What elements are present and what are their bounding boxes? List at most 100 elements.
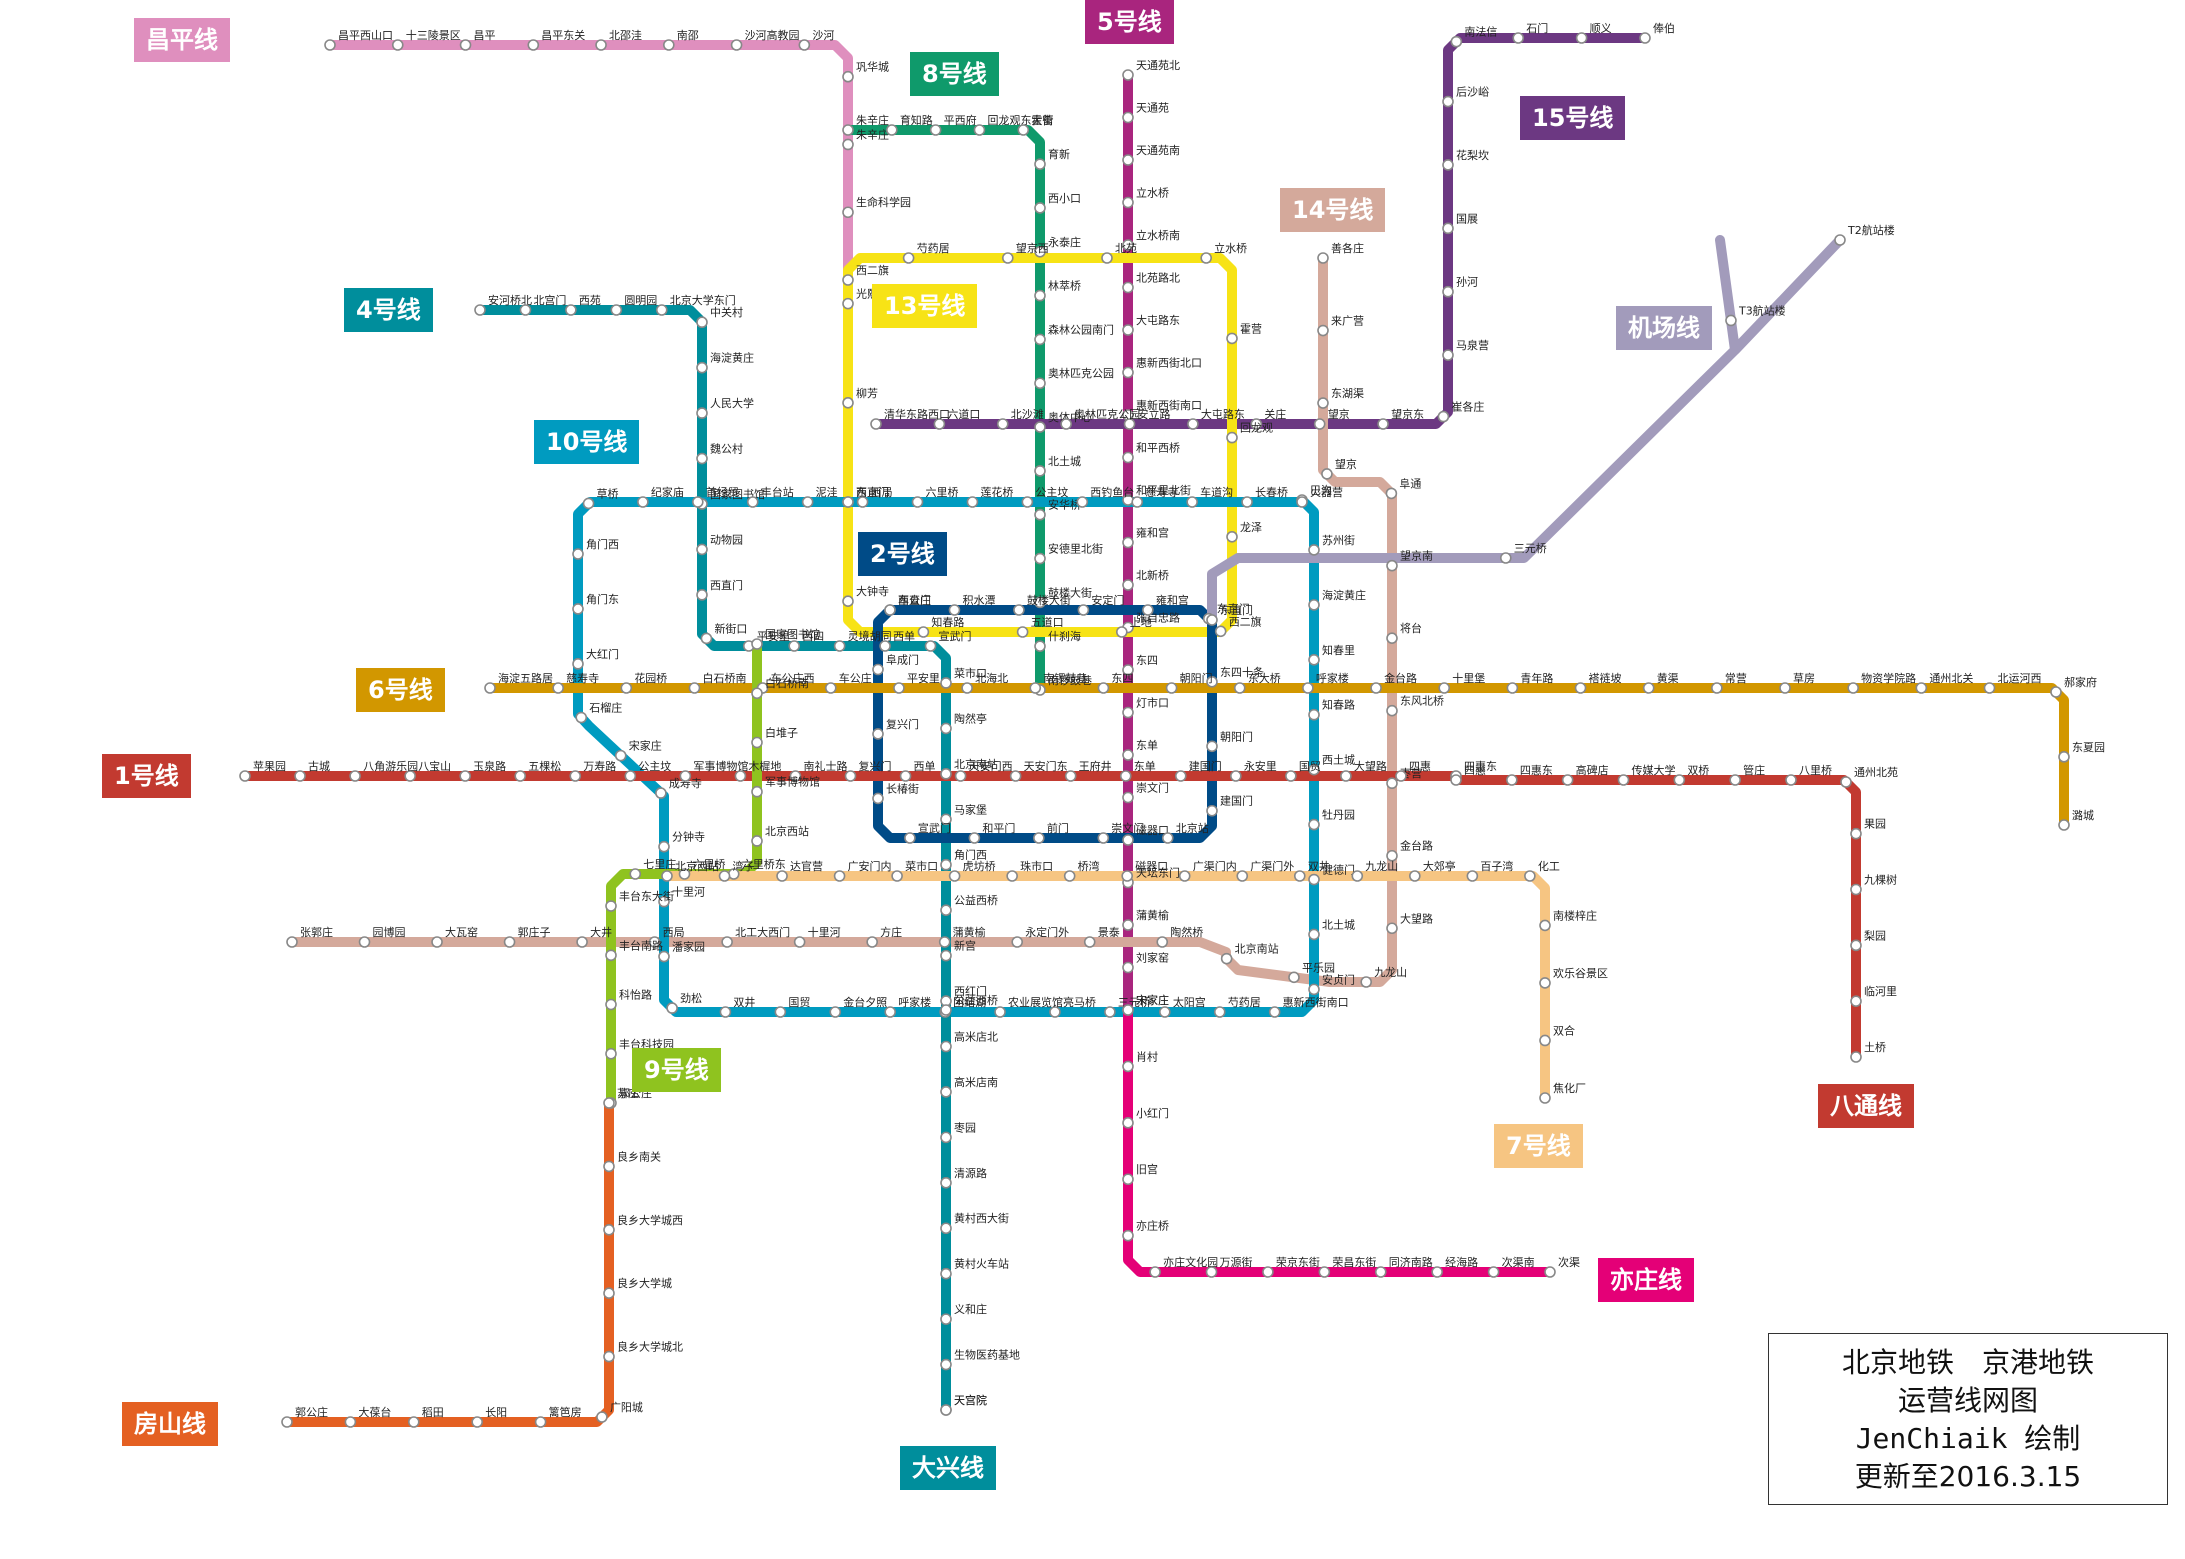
station-dot[interactable]	[1122, 1229, 1134, 1242]
line-badge-yizhuang[interactable]: 亦庄线	[1598, 1258, 1694, 1302]
station-dot[interactable]	[474, 304, 486, 316]
station-dot[interactable]	[1122, 919, 1134, 931]
line-badge-airport[interactable]: 机场线	[1616, 306, 1712, 350]
station-dot[interactable]	[842, 124, 854, 136]
station-dot[interactable]	[940, 1404, 952, 1416]
station-dot[interactable]	[1386, 704, 1398, 717]
station-dot[interactable]	[1233, 682, 1246, 694]
station-dot[interactable]	[1034, 640, 1046, 652]
station-dot[interactable]	[1302, 682, 1314, 694]
station-dot[interactable]	[1539, 1092, 1551, 1104]
station-dot[interactable]	[844, 770, 857, 782]
station-dot[interactable]	[1308, 818, 1320, 831]
station-dot[interactable]	[696, 543, 708, 556]
station-dot[interactable]	[1834, 234, 1846, 246]
station-dot[interactable]	[431, 936, 443, 948]
station-dot[interactable]	[751, 835, 763, 847]
station-dot[interactable]	[1308, 763, 1320, 776]
station-dot[interactable]	[1034, 508, 1046, 521]
station-dot[interactable]	[629, 868, 642, 880]
station-dot[interactable]	[856, 496, 869, 508]
line-badge-l6[interactable]: 6号线	[356, 668, 445, 712]
station-dot[interactable]	[1123, 418, 1136, 430]
station-dot[interactable]	[933, 418, 946, 430]
station-dot[interactable]	[1285, 770, 1297, 782]
station-dot[interactable]	[1847, 682, 1859, 694]
station-dot[interactable]	[471, 1416, 483, 1428]
station-dot[interactable]	[940, 1267, 952, 1280]
station-dot[interactable]	[1317, 252, 1329, 264]
station-dot[interactable]	[576, 936, 588, 948]
station-dot[interactable]	[1850, 939, 1862, 952]
station-dot[interactable]	[1034, 377, 1046, 390]
station-dot[interactable]	[1213, 1006, 1226, 1018]
station-dot[interactable]	[1450, 774, 1462, 786]
station-dot[interactable]	[1226, 332, 1238, 345]
line-badge-l2[interactable]: 2号线	[858, 532, 947, 576]
station-dot[interactable]	[1206, 804, 1218, 817]
station-dot[interactable]	[1308, 599, 1320, 611]
station-dot[interactable]	[1033, 832, 1045, 844]
station-dot[interactable]	[1250, 418, 1263, 430]
station-dot[interactable]	[1539, 1034, 1551, 1047]
station-dot[interactable]	[866, 936, 878, 948]
station-dot[interactable]	[534, 1416, 547, 1428]
station-dot[interactable]	[1220, 952, 1233, 965]
station-dot[interactable]	[994, 1006, 1006, 1018]
station-dot[interactable]	[940, 677, 952, 689]
station-dot[interactable]	[1409, 870, 1421, 882]
station-dot[interactable]	[1200, 252, 1212, 264]
station-dot[interactable]	[596, 1411, 608, 1423]
line-badge-fangshan[interactable]: 房山线	[122, 1402, 218, 1446]
station-dot[interactable]	[655, 304, 668, 316]
station-dot[interactable]	[1034, 596, 1046, 609]
station-dot[interactable]	[940, 858, 952, 871]
station-dot[interactable]	[658, 840, 670, 853]
station-dot[interactable]	[929, 124, 942, 136]
station-dot[interactable]	[751, 736, 763, 749]
station-dot[interactable]	[842, 138, 854, 151]
station-dot[interactable]	[1438, 682, 1451, 694]
station-dot[interactable]	[239, 770, 251, 782]
station-dot[interactable]	[902, 252, 915, 264]
station-dot[interactable]	[788, 640, 800, 652]
station-dot[interactable]	[1293, 870, 1306, 882]
station-dot[interactable]	[582, 497, 595, 510]
line-badge-l9[interactable]: 9号线	[632, 1048, 721, 1092]
station-dot[interactable]	[1131, 496, 1144, 508]
station-dot[interactable]	[1466, 870, 1479, 882]
station-dot[interactable]	[1121, 870, 1133, 882]
station-dot[interactable]	[966, 496, 979, 508]
station-dot[interactable]	[281, 1416, 293, 1428]
station-dot[interactable]	[1288, 971, 1300, 984]
station-dot[interactable]	[842, 397, 854, 409]
station-dot[interactable]	[948, 604, 961, 616]
station-dot[interactable]	[833, 640, 846, 652]
station-dot[interactable]	[1318, 1266, 1331, 1278]
station-dot[interactable]	[1122, 664, 1134, 676]
station-dot[interactable]	[1206, 614, 1218, 626]
station-dot[interactable]	[1122, 579, 1134, 591]
station-dot[interactable]	[692, 496, 704, 508]
station-dot[interactable]	[1083, 936, 1096, 948]
station-dot[interactable]	[1317, 397, 1329, 409]
station-dot[interactable]	[1308, 708, 1320, 721]
station-dot[interactable]	[1617, 774, 1630, 786]
station-dot[interactable]	[696, 316, 708, 329]
station-dot[interactable]	[872, 792, 884, 805]
station-dot[interactable]	[1122, 749, 1134, 761]
station-dot[interactable]	[1512, 32, 1525, 44]
station-dot[interactable]	[2058, 819, 2070, 831]
station-dot[interactable]	[1437, 410, 1450, 423]
station-dot[interactable]	[842, 70, 854, 83]
station-dot[interactable]	[730, 39, 743, 51]
station-dot[interactable]	[940, 722, 952, 735]
station-dot[interactable]	[1029, 682, 1042, 694]
station-dot[interactable]	[801, 496, 814, 508]
station-dot[interactable]	[624, 770, 637, 782]
station-dot[interactable]	[1450, 35, 1463, 48]
station-dot[interactable]	[940, 1177, 952, 1189]
station-dot[interactable]	[924, 640, 937, 652]
station-dot[interactable]	[872, 728, 884, 740]
station-dot[interactable]	[940, 1040, 952, 1053]
